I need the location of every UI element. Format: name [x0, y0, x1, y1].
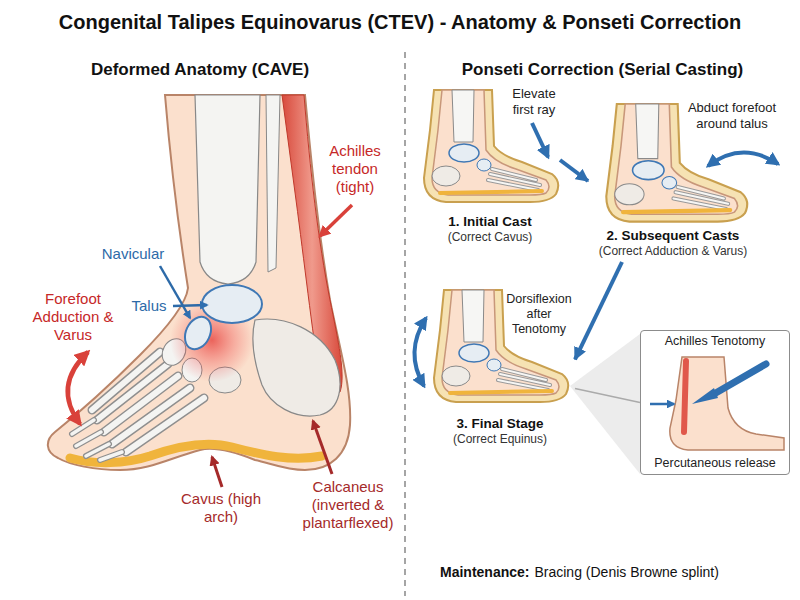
correction-arrow [414, 318, 426, 386]
deformity-label: Cavus (high arch) [176, 490, 266, 526]
deformity-label: Forefoot Adduction & Varus [28, 290, 118, 344]
stage-note: (Correct Cavus) [448, 230, 533, 245]
curved-arrow [68, 352, 88, 424]
zoom-leader [575, 388, 640, 402]
scalpel-handle [714, 364, 766, 394]
step-note: Abduct forefoot around talus [672, 100, 792, 132]
stage-title: Achilles Tenotomy [665, 334, 766, 349]
title-bar: Congenital Talipes Equinovarus (CTEV) - … [0, 10, 800, 34]
correction-arrow [708, 152, 778, 166]
tenotomy-illustration [650, 357, 784, 450]
zoom-wedge [570, 334, 640, 474]
section-heading: Deformed Anatomy (CAVE) [0, 60, 400, 80]
cast-stage: 3. Final Stage(Correct Equinus) [425, 288, 575, 450]
stage-title: 2. Subsequent Casts [607, 228, 740, 244]
scalpel-blade [692, 388, 718, 404]
pointer-arrow [212, 457, 222, 487]
footer-row: Maintenance: Bracing (Denis Browne splint… [440, 563, 719, 581]
navicular-bone [180, 313, 216, 354]
step-note: Elevate first ray [502, 86, 566, 118]
diagram-title: Congenital Talipes Equinovarus (CTEV) - … [59, 10, 741, 34]
leg-skin [48, 95, 350, 470]
cast-stage: 2. Subsequent Casts(Correct Adduction & … [588, 100, 758, 262]
fibula-bone [266, 95, 280, 272]
section-heading: Ponseti Correction (Serial Casting) [405, 60, 800, 80]
calcaneus-bone [253, 319, 340, 416]
pointer-arrow [313, 421, 332, 474]
part-label: Calcaneus (inverted & plantarflexed) [292, 478, 404, 532]
phalanx-bones [72, 420, 122, 460]
sequence-arrow [560, 160, 588, 181]
stage-note: (Correct Equinus) [453, 432, 547, 447]
correction-arrow [532, 123, 548, 157]
inset-box: Achilles TenotomyPercutaneous release [640, 330, 790, 475]
stage-title: 3. Final Stage [456, 416, 543, 432]
stage-note: (Correct Adduction & Varus) [599, 244, 748, 259]
stage-title: 1. Initial Cast [448, 214, 531, 230]
pointer-arrow [650, 403, 674, 406]
achilles-tendon [684, 361, 686, 432]
heel-skin [670, 357, 784, 450]
part-label: Navicular [98, 245, 168, 263]
stage-note: Percutaneous release [654, 456, 776, 471]
footer-note: Bracing (Denis Browne splint) [534, 563, 718, 581]
part-label: Talus [126, 297, 172, 315]
talus-bone [202, 285, 262, 323]
cast-stage: 1. Initial Cast(Correct Cavus) [420, 88, 560, 248]
tibia-bone [195, 95, 260, 284]
sequence-arrow [575, 262, 622, 359]
part-label: Achilles tendon (tight) [318, 142, 392, 196]
cast-foot [434, 290, 568, 402]
footer-heading: Maintenance: [440, 563, 529, 581]
divider-line [404, 52, 406, 596]
pointer-arrow [173, 305, 207, 306]
phalanx-bones [72, 420, 122, 460]
step-note: Dorsiflexion after Tenotomy [503, 292, 575, 337]
pointer-arrow [320, 205, 352, 236]
